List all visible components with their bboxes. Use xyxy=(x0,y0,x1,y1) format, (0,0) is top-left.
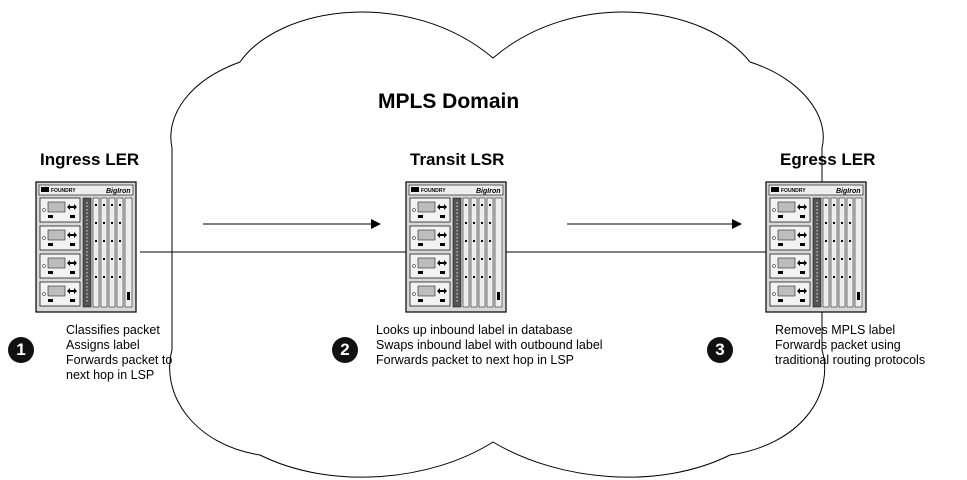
step-1-icon: 1 xyxy=(8,337,34,363)
router-ingress-ler xyxy=(35,181,137,313)
step-3-icon: 3 xyxy=(707,337,733,363)
egress-line-1: Removes MPLS label xyxy=(775,323,896,337)
ingress-line-4: next hop in LSP xyxy=(66,368,155,382)
router-title-ingress: Ingress LER xyxy=(40,150,140,169)
transit-description: Looks up inbound label in database Swaps… xyxy=(376,323,603,368)
transit-line-1: Looks up inbound label in database xyxy=(376,323,573,337)
egress-line-2: Forwards packet using xyxy=(775,338,901,352)
egress-line-3: traditional routing protocols xyxy=(775,353,926,367)
egress-description: Removes MPLS label Forwards packet using… xyxy=(775,323,925,368)
router-title-egress: Egress LER xyxy=(780,150,876,169)
ingress-line-2: Assigns label xyxy=(66,338,140,352)
router-transit-lsr xyxy=(405,181,507,313)
step-2-icon: 2 xyxy=(332,337,358,363)
transit-line-2: Swaps inbound label with outbound label xyxy=(376,338,603,352)
ingress-line-1: Classifies packet xyxy=(66,323,160,337)
router-egress-ler xyxy=(765,181,867,313)
transit-line-3: Forwards packet to next hop in LSP xyxy=(376,353,575,367)
router-title-transit: Transit LSR xyxy=(410,150,505,169)
domain-title: MPLS Domain xyxy=(378,90,520,113)
mpls-domain-cloud xyxy=(169,11,826,478)
ingress-line-3: Forwards packet to xyxy=(66,353,173,367)
ingress-description: Classifies packet Assigns label Forwards… xyxy=(66,323,172,383)
